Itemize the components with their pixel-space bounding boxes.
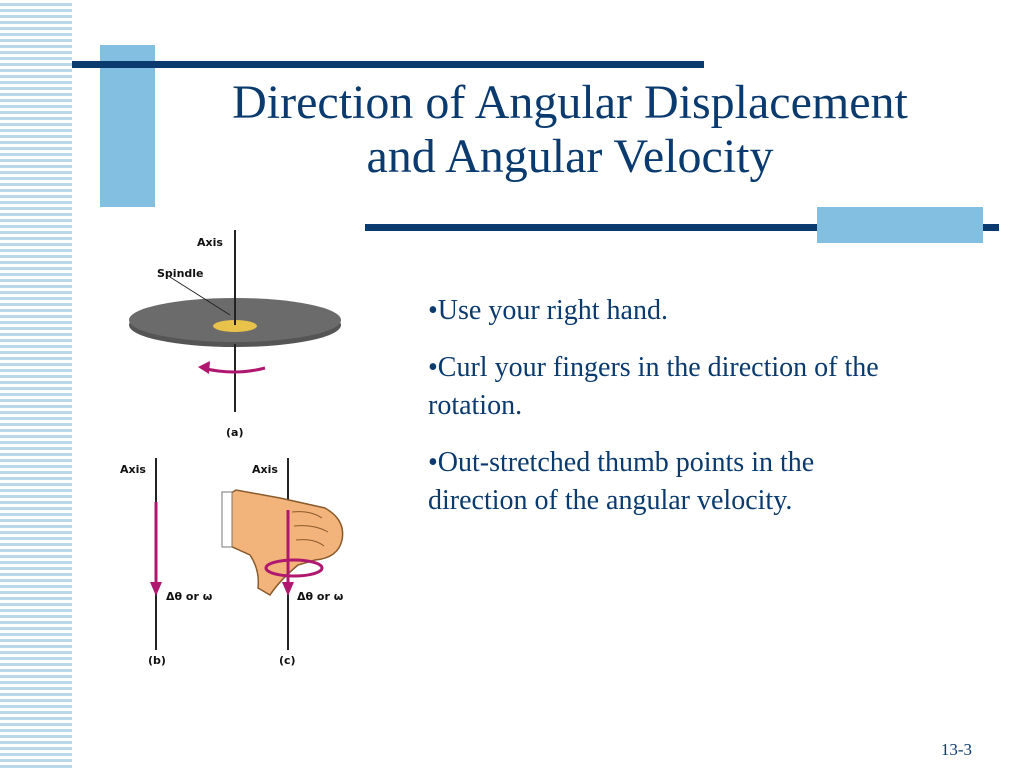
- finger-lines: [291, 511, 329, 547]
- rotation-figure: Axis Spindle (a) Axis Δθ or ω (b) Axis Δ…: [110, 220, 370, 680]
- caption-c: (c): [279, 654, 296, 667]
- title-rule-bottom: [365, 224, 999, 231]
- rotation-figure-svg: Axis Spindle (a) Axis Δθ or ω (b) Axis Δ…: [120, 230, 344, 667]
- slide-title-line-1: Direction of Angular Displacement: [232, 76, 908, 129]
- axis-label-c: Axis: [252, 463, 278, 476]
- slide-title-line-2: and Angular Velocity: [366, 130, 774, 183]
- caption-b: (b): [148, 654, 166, 667]
- title-accent-block: [100, 45, 155, 207]
- spindle-leader: [169, 276, 231, 316]
- vector-arrowhead-c: [282, 582, 294, 596]
- slide-number: 13-3: [940, 740, 972, 759]
- rule-accent-block: [817, 207, 983, 243]
- bullet-item-3: •Out-stretched thumb points in the direc…: [428, 447, 815, 516]
- vector-label-b: Δθ or ω: [166, 590, 213, 603]
- caption-a: (a): [226, 426, 243, 439]
- bullet-item-1: •Use your right hand.: [428, 295, 668, 326]
- vector-panel-b: Axis Δθ or ω (b): [120, 458, 213, 667]
- decorative-stripes: [0, 0, 72, 768]
- title-rule-top: [72, 61, 704, 68]
- vector-label-c: Δθ or ω: [297, 590, 344, 603]
- spindle-label: Spindle: [157, 267, 204, 280]
- axis-label-b: Axis: [120, 463, 146, 476]
- curl-arrow: [264, 558, 324, 578]
- bullet-item-2: •Curl your fingers in the direction of t…: [428, 352, 879, 421]
- axis-label-a: Axis: [197, 236, 223, 249]
- shirt-cuff: [221, 491, 233, 548]
- disk-label: [213, 320, 257, 332]
- slide-title: Direction of Angular Displacement and An…: [160, 76, 980, 184]
- vector-arrowhead-b: [150, 582, 162, 596]
- rotation-arrowhead: [198, 361, 210, 374]
- hand-panel-c: Axis Δθ or ω (c): [221, 458, 344, 667]
- disk-panel: Axis Spindle (a): [129, 230, 341, 439]
- bullet-list: •Use your right hand. •Curl your fingers…: [428, 292, 908, 539]
- right-hand: [227, 489, 344, 597]
- rotation-arrow: [201, 366, 266, 374]
